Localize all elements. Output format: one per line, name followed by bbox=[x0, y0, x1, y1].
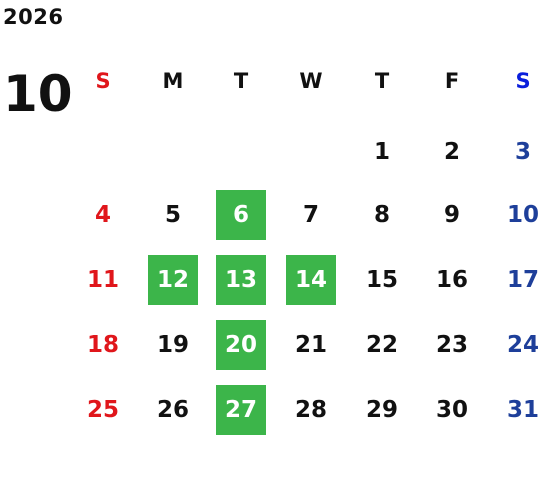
year-label: 2026 bbox=[3, 5, 64, 29]
day-cell-23[interactable]: 23 bbox=[435, 332, 468, 358]
day-cell-26[interactable]: 26 bbox=[156, 397, 189, 423]
day-cell-27[interactable]: 27 bbox=[216, 385, 266, 435]
day-cell-1[interactable]: 1 bbox=[373, 139, 390, 165]
month-number: 10 bbox=[3, 65, 73, 123]
weekday-header-saturday: S bbox=[515, 69, 531, 93]
weekday-header-tuesday: T bbox=[233, 69, 249, 93]
day-cell-21[interactable]: 21 bbox=[294, 332, 327, 358]
day-cell-3[interactable]: 3 bbox=[514, 139, 531, 165]
day-cell-20[interactable]: 20 bbox=[216, 320, 266, 370]
day-cell-31[interactable]: 31 bbox=[506, 397, 539, 423]
day-cell-8[interactable]: 8 bbox=[373, 202, 390, 228]
day-cell-6[interactable]: 6 bbox=[216, 190, 266, 240]
day-cell-28[interactable]: 28 bbox=[294, 397, 327, 423]
day-cell-4[interactable]: 4 bbox=[94, 202, 111, 228]
day-cell-29[interactable]: 29 bbox=[365, 397, 398, 423]
day-cell-22[interactable]: 22 bbox=[365, 332, 398, 358]
weekday-header-monday: M bbox=[162, 69, 184, 93]
weekday-header-friday: F bbox=[444, 69, 460, 93]
day-cell-18[interactable]: 18 bbox=[86, 332, 119, 358]
weekday-header-wednesday: W bbox=[299, 69, 323, 93]
day-cell-10[interactable]: 10 bbox=[506, 202, 539, 228]
day-cell-17[interactable]: 17 bbox=[506, 267, 539, 293]
day-cell-30[interactable]: 30 bbox=[435, 397, 468, 423]
day-cell-13[interactable]: 13 bbox=[216, 255, 266, 305]
day-cell-16[interactable]: 16 bbox=[435, 267, 468, 293]
day-cell-9[interactable]: 9 bbox=[443, 202, 460, 228]
day-cell-15[interactable]: 15 bbox=[365, 267, 398, 293]
day-cell-7[interactable]: 7 bbox=[302, 202, 319, 228]
day-cell-2[interactable]: 2 bbox=[443, 139, 460, 165]
day-cell-19[interactable]: 19 bbox=[156, 332, 189, 358]
day-cell-11[interactable]: 11 bbox=[86, 267, 119, 293]
day-cell-24[interactable]: 24 bbox=[506, 332, 539, 358]
weekday-header-thursday: T bbox=[374, 69, 390, 93]
day-cell-25[interactable]: 25 bbox=[86, 397, 119, 423]
weekday-header-sunday: S bbox=[95, 69, 111, 93]
day-cell-14[interactable]: 14 bbox=[286, 255, 336, 305]
day-cell-5[interactable]: 5 bbox=[164, 202, 181, 228]
day-cell-12[interactable]: 12 bbox=[148, 255, 198, 305]
